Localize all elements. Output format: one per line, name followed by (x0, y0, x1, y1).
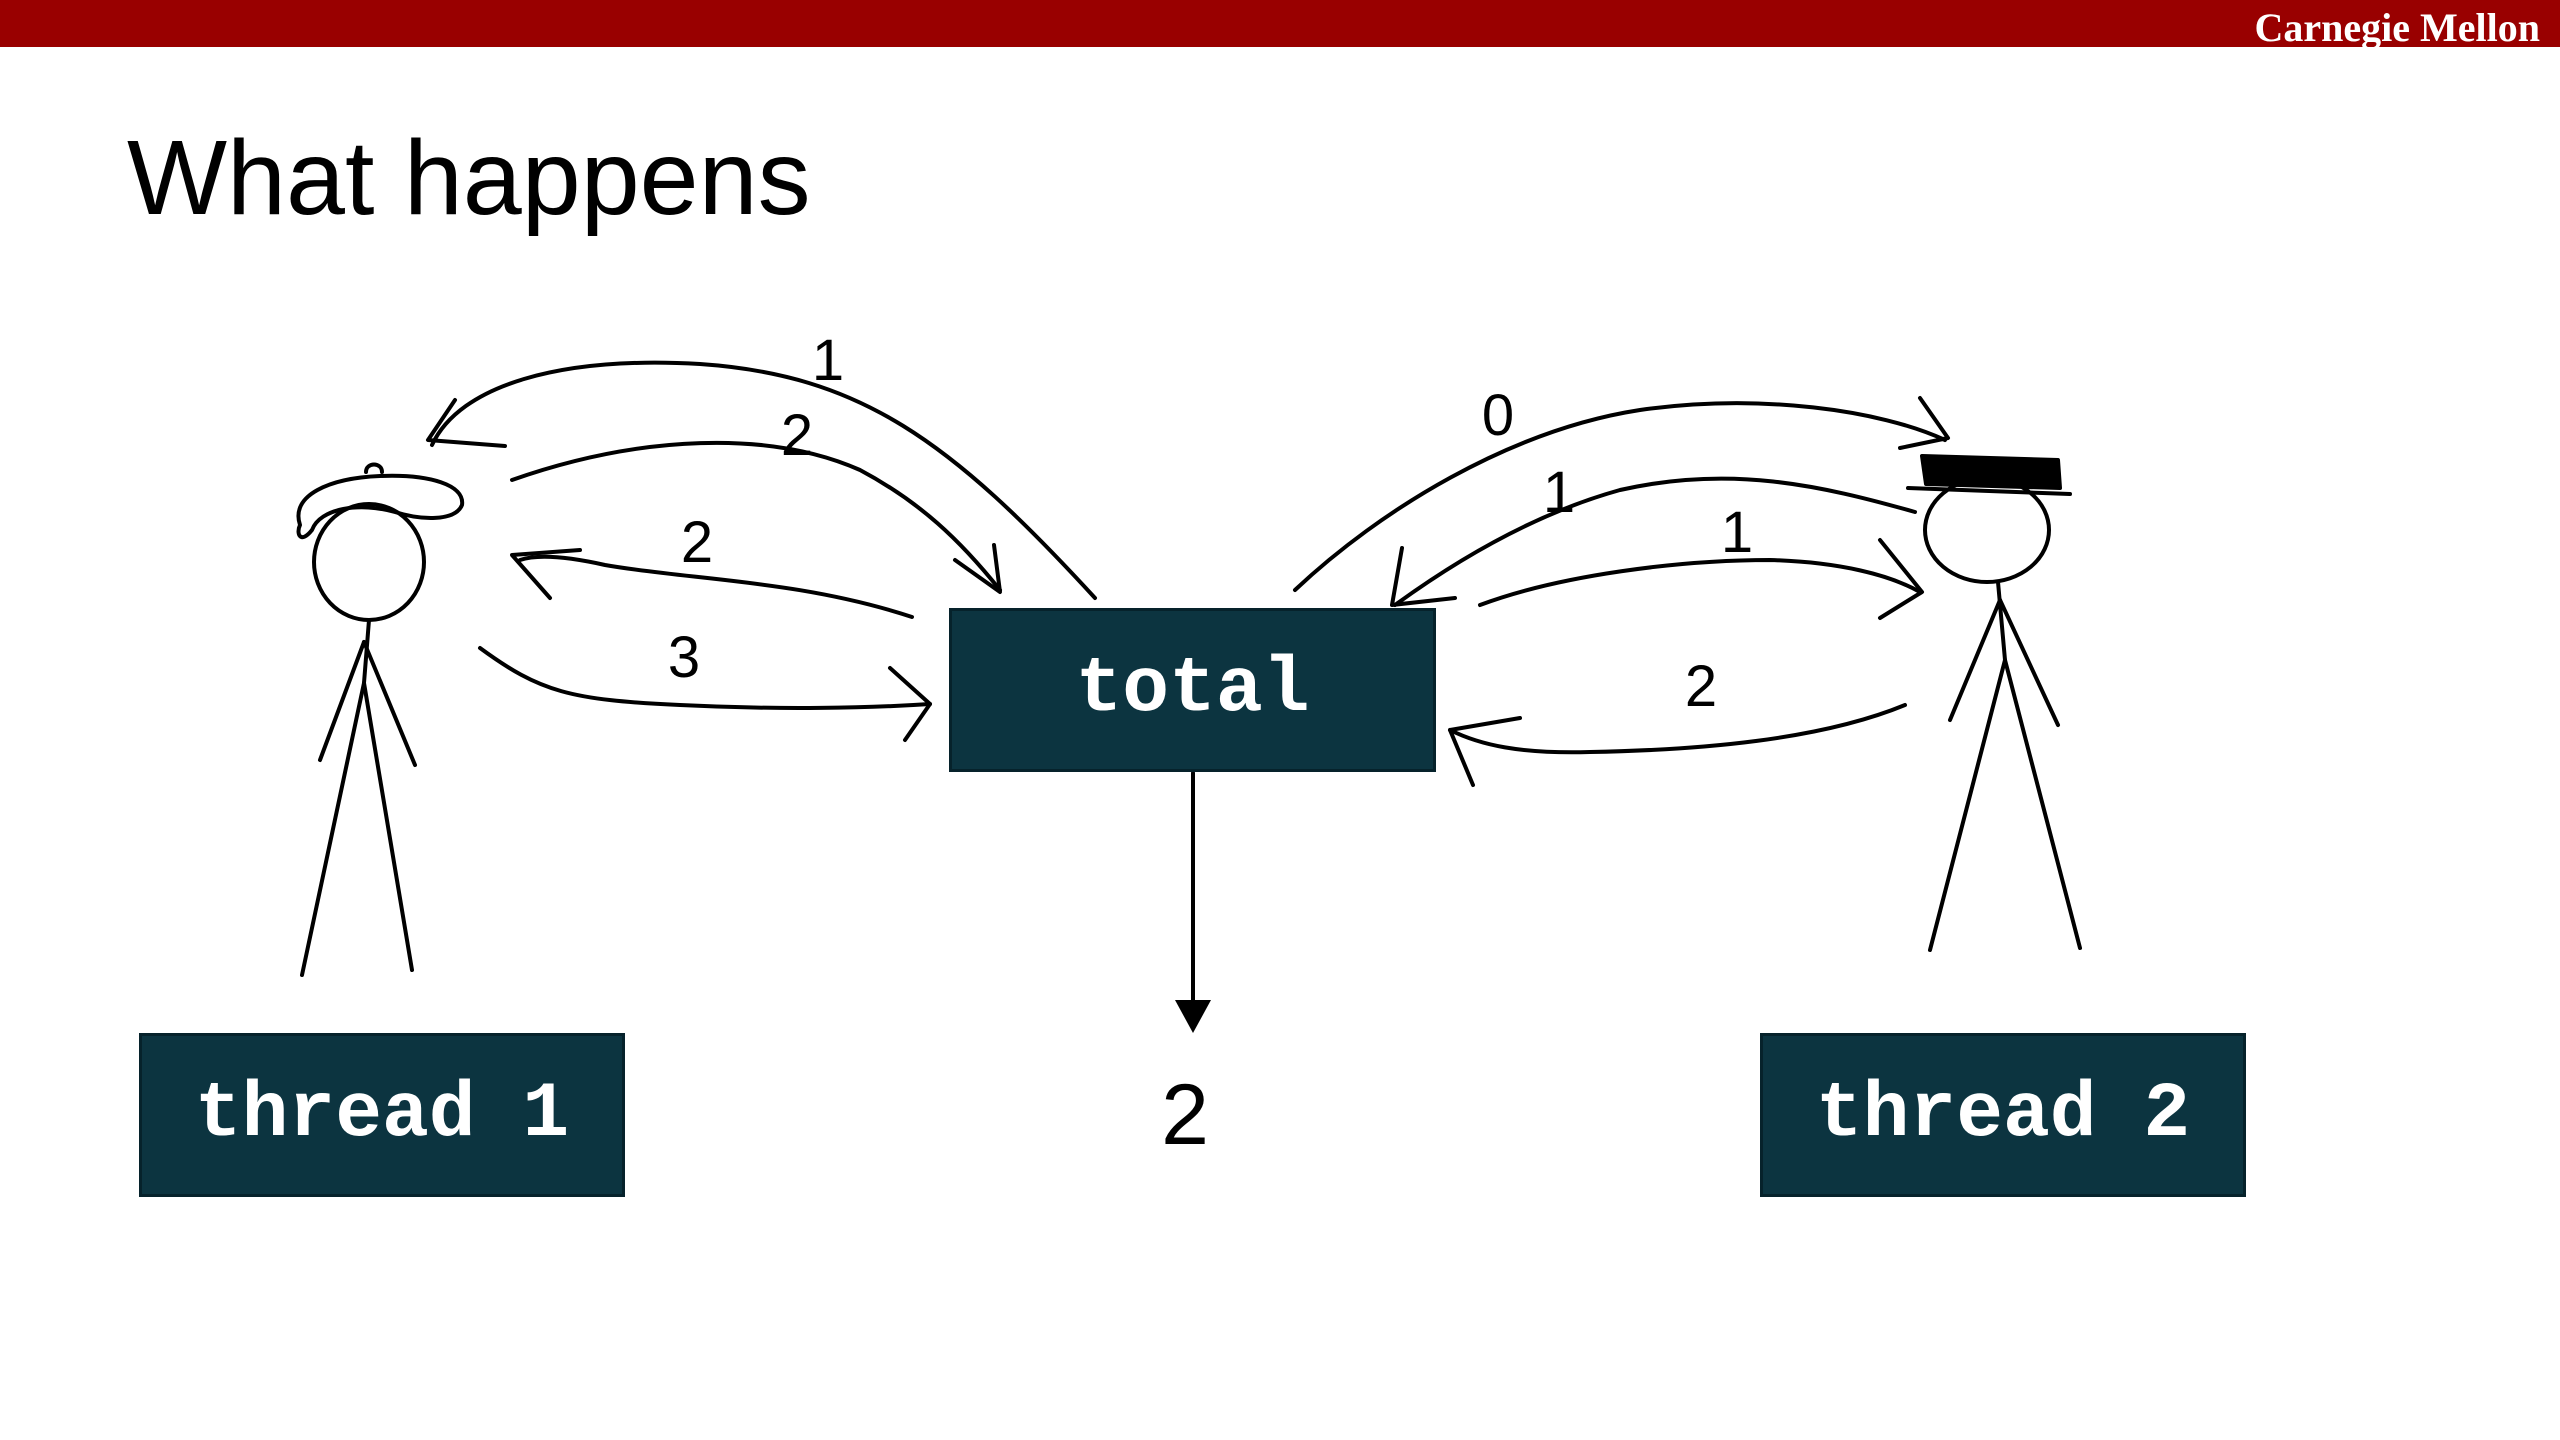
label-t1-read-1: 1 (812, 328, 844, 393)
thread2-arrows (1293, 396, 1950, 787)
slide-title: What happens (127, 119, 811, 237)
thread2-figure-icon (1906, 454, 2082, 952)
label-t1-write-3: 3 (668, 625, 700, 690)
result-value: 2 (1161, 1067, 1209, 1163)
header-bar: Carnegie Mellon (0, 0, 2560, 50)
label-t1-read-2: 2 (681, 510, 713, 575)
label-t2-write-1: 1 (1543, 460, 1575, 525)
arrowhead-icon (1175, 1000, 1211, 1033)
label-t1-write-2: 2 (781, 403, 813, 468)
label-t2-write-2: 2 (1685, 654, 1717, 719)
label-t2-read-0: 0 (1482, 383, 1514, 448)
label-t2-read-1: 1 (1721, 500, 1753, 565)
thread1-box: thread 1 (139, 1033, 625, 1197)
brand-logo-text: Carnegie Mellon (2254, 5, 2541, 50)
total-variable-box: total (949, 608, 1436, 772)
thread1-figure-icon (296, 462, 465, 977)
thread2-box: thread 2 (1760, 1033, 2246, 1197)
thread1-arrows (426, 360, 1097, 742)
